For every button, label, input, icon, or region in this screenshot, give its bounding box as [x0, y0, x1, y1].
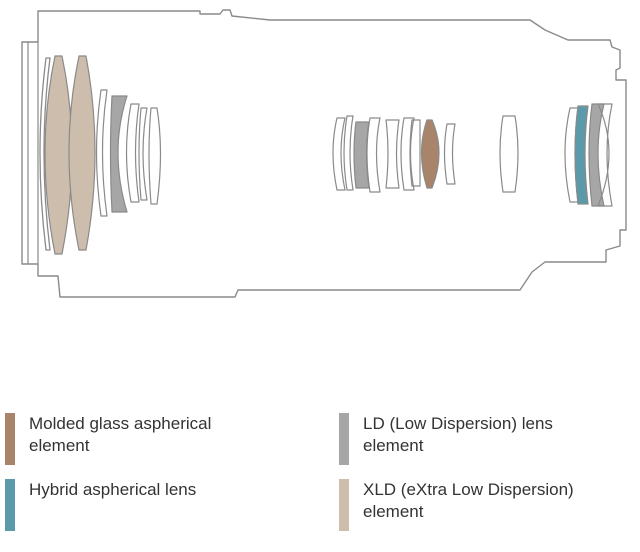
legend-label-molded: Molded glass aspherical element: [29, 414, 212, 455]
hybrid-aspherical-lens: [574, 105, 589, 205]
swatch-ld: [339, 413, 349, 465]
xld-element-1: [44, 55, 73, 255]
rear-element-4: [597, 103, 613, 207]
lens-construction-diagram: [21, 9, 627, 298]
ld-element-front: [109, 95, 128, 213]
front-element-6: [138, 107, 148, 201]
lens-barrel-outline: [21, 9, 627, 298]
swatch-molded: [5, 413, 15, 465]
legend-item-hybrid: Hybrid aspherical lens: [5, 479, 259, 531]
middle-element-10: [499, 115, 519, 193]
middle-element-6: [400, 117, 415, 191]
middle-element-9: [443, 123, 456, 185]
swatch-xld: [339, 479, 349, 531]
middle-element-2: [343, 115, 354, 191]
front-element-5: [125, 103, 140, 203]
legend: Molded glass aspherical element LD (Low …: [0, 400, 640, 552]
middle-element-1: [332, 117, 346, 191]
legend-item-ld: LD (Low Dispersion) lens element: [339, 413, 593, 465]
front-element-3: [95, 89, 108, 217]
molded-aspherical-element: [420, 119, 440, 189]
front-element-7: [148, 107, 162, 205]
swatch-hybrid: [5, 479, 15, 531]
front-protective-element: [39, 57, 51, 251]
legend-label-hybrid: Hybrid aspherical lens: [29, 480, 197, 499]
middle-element-4: [366, 117, 381, 193]
legend-label-ld: LD (Low Dispersion) lens element: [363, 414, 553, 455]
middle-element-7: [409, 119, 421, 187]
xld-element-2: [68, 55, 96, 251]
legend-label-xld: XLD (eXtra Low Dispersion) element: [363, 480, 574, 521]
legend-item-xld: XLD (eXtra Low Dispersion) element: [339, 479, 593, 531]
legend-item-molded: Molded glass aspherical element: [5, 413, 259, 465]
middle-element-5: [385, 119, 400, 189]
ld-element-rear: [588, 103, 605, 207]
